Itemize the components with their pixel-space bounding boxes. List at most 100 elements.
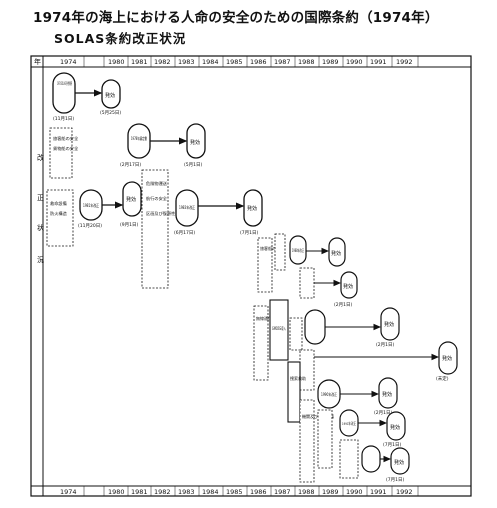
- page-subtitle: SOLAS条約改正状況: [54, 31, 187, 46]
- node-effect-1992-b-date: (未定): [436, 375, 449, 382]
- year-1986-bottom: 1986: [250, 488, 267, 496]
- box-1981-text-1: 救命設備: [50, 200, 67, 207]
- year-1988-bottom: 1988: [298, 488, 315, 496]
- node-effect-1992-d: [390, 447, 410, 475]
- node-protocol-1978-label: 1978年議定書: [131, 135, 147, 142]
- year-1989: 1989: [322, 58, 339, 66]
- box-1983-text-2: 航行の安全: [146, 195, 168, 202]
- box-1983-text-3: 区画及び復原性: [146, 210, 175, 217]
- node-effect-1986-label: 発効: [247, 205, 257, 212]
- box-protocol-text-2: 貨物船の安全: [53, 145, 79, 152]
- left-column-label: 改 正 状 況: [37, 153, 44, 264]
- node-effect-1992-c-label: 発効: [390, 424, 400, 431]
- node-effect-1992-a-label: 発効: [384, 321, 394, 328]
- node-effect-1992-c-date: (7月1日): [383, 442, 401, 448]
- year-1989-bottom: 1989: [322, 488, 339, 496]
- box-1988-c: [299, 267, 315, 299]
- node-amend-1983-date: (6月17日): [174, 230, 195, 236]
- year-header: 年: [34, 57, 41, 66]
- node-convention-label: 1974 SOLAS 条約採択: [57, 80, 72, 87]
- year-1974: 1974: [60, 58, 77, 66]
- box-1991-b: [339, 439, 359, 479]
- node-effect-1991-a-label: 発効: [382, 391, 392, 398]
- year-1986: 1986: [250, 58, 267, 66]
- node-effect-1986: [243, 189, 263, 227]
- year-1982: 1982: [154, 58, 171, 66]
- node-effect-1980: [101, 79, 121, 109]
- box-1990-b: [317, 409, 333, 469]
- box-gmdss-label: GMDSS導入: [272, 325, 286, 331]
- year-1992: 1992: [396, 58, 413, 66]
- node-amend-1981-date: (11月20日): [78, 223, 102, 229]
- box-1983-content: [141, 169, 169, 289]
- node-effect-1989-a: [340, 271, 358, 299]
- node-amend-1988-a: [289, 235, 307, 265]
- node-effect-1989-a-label: 発効: [343, 283, 353, 290]
- year-1987: 1987: [274, 58, 291, 66]
- year-labels-top: 1974 1980 1981 1982 1983 1984 1985 1986 …: [60, 58, 413, 66]
- box-gmdss-text-1: 無線通信: [256, 315, 272, 321]
- node-amend-1991-b: [361, 445, 381, 473]
- year-1985-bottom: 1985: [226, 488, 243, 496]
- year-1992-bottom: 1992: [396, 488, 413, 496]
- box-1988-a: [257, 237, 273, 293]
- box-1989-c-text: 捜索救助: [290, 375, 306, 381]
- node-effect-1988-a-label: 発効: [331, 250, 341, 257]
- year-1981: 1981: [131, 58, 148, 66]
- node-effect-1981-label: 発効: [190, 139, 200, 146]
- node-effect-1980-label: 発効: [105, 92, 115, 99]
- box-1989-c: [287, 361, 301, 423]
- node-convention-date: (11月1日): [53, 116, 74, 122]
- year-1980-bottom: 1980: [108, 488, 125, 496]
- node-effect-1992-d-label: 発効: [394, 459, 404, 466]
- node-effect-1984-date: (9月1日): [120, 222, 138, 228]
- year-1980: 1980: [108, 58, 125, 66]
- node-amend-1988-a-label: 1988年改正: [292, 247, 304, 253]
- node-amend-1983: [175, 189, 199, 227]
- node-effect-1991-a: [378, 377, 398, 409]
- node-effect-1992-c: [386, 411, 406, 441]
- year-1982-bottom: 1982: [154, 488, 171, 496]
- node-amend-1983-label: 1983年改正: [179, 204, 195, 211]
- label-char-3: 状: [37, 223, 44, 232]
- year-1983: 1983: [178, 58, 195, 66]
- node-convention: [52, 72, 76, 114]
- node-effect-1981-date: (5月1日): [184, 162, 202, 168]
- year-1988: 1988: [298, 58, 315, 66]
- box-1981-text-2: 防火構造: [50, 210, 68, 217]
- node-amend-1990-label: 1990年改正: [321, 391, 337, 397]
- year-gridlines: [83, 56, 419, 496]
- node-effect-1991-a-date: (2月1日): [374, 410, 392, 416]
- year-1981-bottom: 1981: [131, 488, 148, 496]
- node-effect-1980-date: (5月25日): [100, 110, 121, 116]
- node-effect-1992-d-date: (7月1日): [386, 477, 404, 483]
- node-protocol-1978: [127, 123, 151, 159]
- year-1990-bottom: 1990: [346, 488, 363, 496]
- label-char-2: 正: [37, 194, 44, 202]
- node-effect-1981: [186, 123, 206, 159]
- node-effect-1984-label: 発効: [126, 196, 136, 203]
- page-title: 1974年の海上における人命の安全のための国際条約（1974年）: [33, 10, 439, 26]
- year-1983-bottom: 1983: [178, 488, 195, 496]
- table-frame: [30, 55, 472, 497]
- year-labels-bottom: 1974 1980 1981 1982 1983 1984 1985 1986 …: [60, 488, 413, 496]
- node-effect-1992-a: [380, 307, 400, 341]
- box-1988-b: [274, 233, 286, 271]
- box-1989-b: [299, 349, 315, 391]
- box-1988-a-text: 旅客船の安全: [260, 245, 284, 251]
- label-char-1: 改: [37, 153, 44, 162]
- year-1974-bottom: 1974: [60, 488, 77, 496]
- node-gmdss-adopt: [304, 309, 326, 345]
- node-effect-1986-date: (7月1日): [240, 230, 258, 236]
- box-1981-content: [46, 189, 74, 247]
- box-gmdss-b: [289, 317, 303, 351]
- year-1991-bottom: 1991: [370, 488, 387, 496]
- node-effect-1988-a: [328, 237, 346, 267]
- node-effect-1992-a-date: (2月1日): [376, 342, 394, 348]
- box-1983-text-1: 危険物運送: [146, 180, 168, 187]
- node-effect-1992-b-label: 発効: [442, 355, 452, 362]
- year-1984: 1984: [202, 58, 219, 66]
- node-protocol-1978-date: (2月17日): [120, 162, 141, 168]
- year-1987-bottom: 1987: [274, 488, 291, 496]
